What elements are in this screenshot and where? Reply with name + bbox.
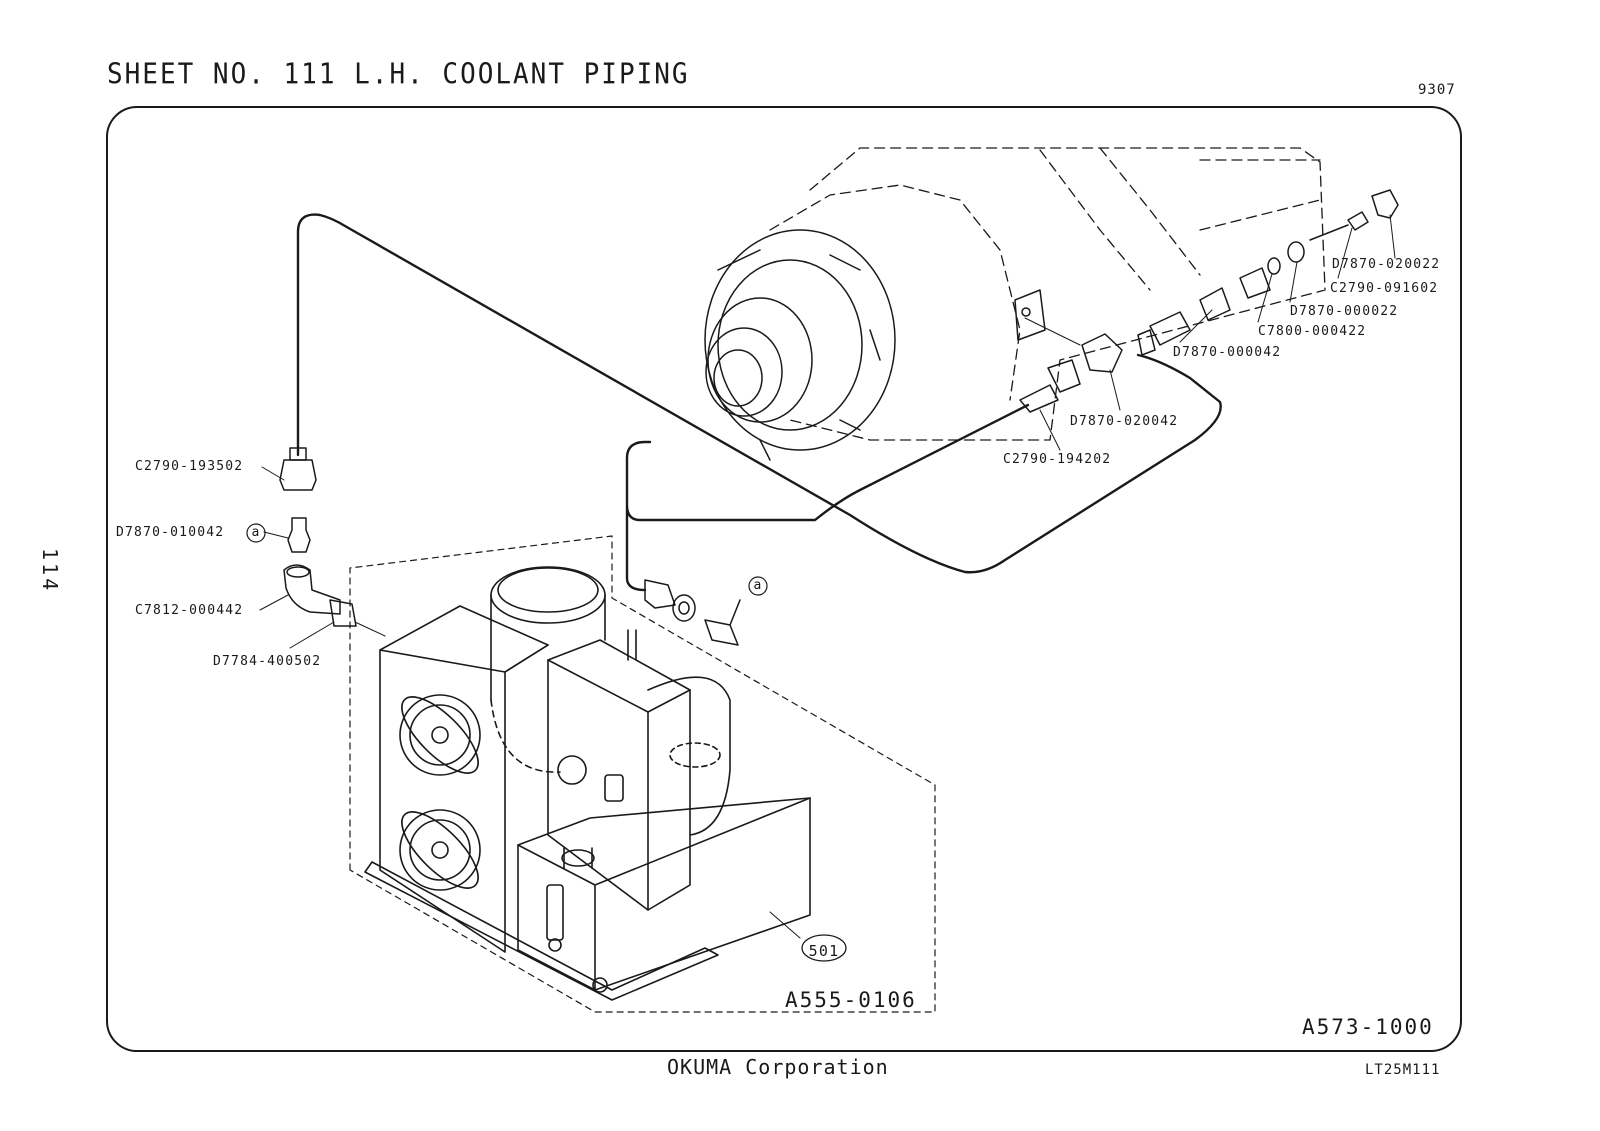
item-501-leader [769, 911, 801, 939]
item-501-oval [801, 934, 847, 962]
drawing-id: LT25M111 [1365, 1062, 1441, 1078]
item-501-marker: 501 [808, 942, 840, 960]
pipe-end-fitting-middle [644, 579, 741, 646]
coolant-pipe-1 [296, 213, 1222, 574]
callout-d7870-010042: D7870-010042 [116, 525, 225, 540]
callout-d7870-020022: D7870-020022 [1332, 257, 1441, 272]
connector-a-circle-left [246, 523, 266, 543]
fitting-stack-left [279, 447, 357, 627]
revision-code: 9307 [1418, 82, 1456, 98]
drawing-frame [106, 106, 1462, 1052]
assembly-code-coolant-unit: A555-0106 [785, 988, 917, 1012]
callout-d7870-000042: D7870-000042 [1173, 345, 1282, 360]
leader-lines-right [1024, 214, 1396, 451]
fitting-chain-right [1019, 189, 1399, 413]
callout-d7870-020042: D7870-020042 [1070, 414, 1179, 429]
coolant-unit [364, 566, 811, 1001]
connector-a-marker-right: a [753, 578, 763, 593]
callout-c7800-000422: C7800-000422 [1258, 324, 1367, 339]
callout-d7784-400502: D7784-400502 [213, 654, 322, 669]
assembly-code-main: A573-1000 [1302, 1015, 1434, 1039]
callout-c2790-193502: C2790-193502 [135, 459, 244, 474]
callout-c7812-000442: C7812-000442 [135, 603, 244, 618]
spindle-body [704, 229, 1046, 461]
callout-c2790-091602: C2790-091602 [1330, 281, 1439, 296]
callout-d7870-000022: D7870-000022 [1290, 304, 1399, 319]
callout-c2790-194202: C2790-194202 [1003, 452, 1112, 467]
coolant-pipe-2 [625, 403, 1030, 592]
connector-a-circle-right [748, 576, 768, 596]
sheet-title: SHEET NO. 111 L.H. COOLANT PIPING [107, 58, 690, 92]
company-name: OKUMA Corporation [667, 1055, 889, 1079]
spindle-housing [769, 147, 1326, 441]
leader-lines-left [259, 466, 386, 649]
coolant-unit-outline [349, 535, 936, 1013]
connector-a-marker-left: a [251, 525, 261, 540]
